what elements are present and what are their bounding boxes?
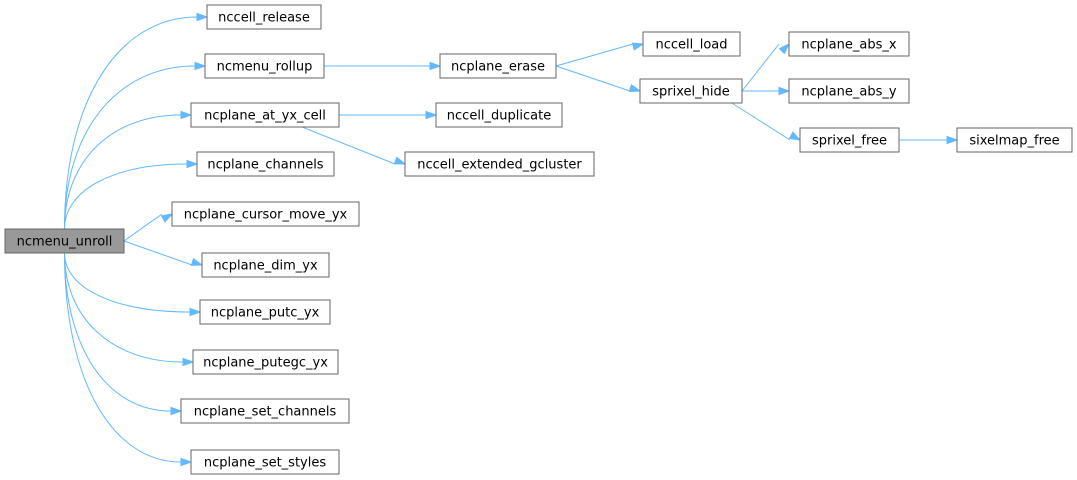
node-box	[192, 349, 339, 375]
node-label: ncplane_set_styles	[204, 456, 326, 471]
node-label: sprixel_free	[812, 134, 887, 149]
node-box	[204, 53, 325, 79]
node-ncplane_putegc_yx[interactable]: ncplane_putegc_yx	[192, 349, 339, 375]
node-box	[639, 78, 743, 104]
node-label: ncplane_at_yx_cell	[204, 109, 326, 124]
node-nccell_extended_gcluster[interactable]: nccell_extended_gcluster	[404, 151, 595, 177]
node-label: nccell_duplicate	[447, 109, 551, 124]
nodes-layer: ncmenu_unroll nccell_release ncmenu_rollup…	[4, 4, 1073, 475]
node-box	[439, 53, 557, 79]
edge-ncplane_erase-to-nccell_load	[555, 42, 645, 67]
node-box	[180, 398, 350, 424]
edge-ncmenu_unroll-to-ncplane_putegc_yx	[64, 252, 195, 367]
node-box	[190, 102, 340, 128]
edge-ncmenu_unroll-to-ncplane_set_channels	[64, 252, 183, 416]
edge-ncplane_erase-to-sprixel_hide	[555, 65, 642, 93]
node-ncplane_putc_yx[interactable]: ncplane_putc_yx	[199, 299, 331, 325]
node-label: ncplane_abs_y	[801, 85, 896, 100]
node-label: ncplane_putc_yx	[211, 306, 320, 321]
edge-ncmenu_unroll-to-ncplane_channels	[64, 159, 199, 230]
node-ncplane_at_yx_cell[interactable]: ncplane_at_yx_cell	[190, 102, 340, 128]
node-label: nccell_release	[218, 11, 310, 26]
edge-ncplane_at_yx_cell-to-nccell_duplicate	[339, 110, 438, 120]
node-ncplane_erase[interactable]: ncplane_erase	[439, 53, 557, 79]
node-label: ncplane_abs_x	[801, 38, 896, 53]
edge-ncmenu_unroll-to-ncplane_cursor_move_yx	[123, 213, 174, 242]
edge-ncmenu_unroll-to-ncplane_putc_yx	[64, 252, 202, 317]
node-label: ncmenu_unroll	[17, 235, 113, 250]
node-box	[201, 252, 330, 278]
node-label: ncplane_set_channels	[194, 405, 337, 420]
node-box	[404, 151, 595, 177]
edge-ncmenu_unroll-to-nccell_release	[64, 12, 209, 230]
node-label: sixelmap_free	[969, 134, 1059, 149]
node-ncplane_abs_y[interactable]: ncplane_abs_y	[788, 78, 910, 104]
node-box	[788, 31, 910, 57]
node-box	[190, 449, 340, 475]
edge-ncmenu_unroll-to-ncplane_set_styles	[64, 252, 193, 467]
edges-layer	[64, 12, 959, 467]
edge-sprixel_hide-to-sprixel_free	[731, 102, 802, 141]
node-label: ncplane_erase	[451, 60, 545, 75]
edge-ncmenu_rollup-to-ncplane_erase	[324, 61, 442, 71]
node-label: ncmenu_rollup	[217, 60, 313, 75]
edge-sprixel_hide-to-ncplane_abs_x	[741, 42, 791, 92]
edge-ncmenu_unroll-to-ncmenu_rollup	[64, 61, 207, 230]
node-label: ncplane_dim_yx	[213, 259, 318, 274]
node-box	[199, 299, 331, 325]
node-ncplane_set_channels[interactable]: ncplane_set_channels	[180, 398, 350, 424]
node-nccell_load[interactable]: nccell_load	[642, 31, 741, 57]
node-label: ncplane_channels	[207, 158, 323, 173]
node-label: ncplane_putegc_yx	[203, 356, 328, 371]
node-nccell_duplicate[interactable]: nccell_duplicate	[435, 102, 563, 128]
node-ncmenu_unroll[interactable]: ncmenu_unroll	[4, 228, 125, 254]
node-box	[206, 4, 322, 30]
node-box	[196, 151, 335, 177]
node-label: sprixel_hide	[652, 85, 730, 100]
node-ncplane_set_styles[interactable]: ncplane_set_styles	[190, 449, 340, 475]
node-ncmenu_rollup[interactable]: ncmenu_rollup	[204, 53, 325, 79]
node-sprixel_free[interactable]: sprixel_free	[799, 127, 900, 153]
edge-sprixel_free-to-sixelmap_free	[899, 135, 959, 145]
node-label: nccell_extended_gcluster	[417, 158, 582, 173]
node-label: nccell_load	[655, 38, 727, 53]
node-box	[642, 31, 741, 57]
node-sprixel_hide[interactable]: sprixel_hide	[639, 78, 743, 104]
node-ncplane_cursor_move_yx[interactable]: ncplane_cursor_move_yx	[171, 201, 360, 227]
node-label: ncplane_cursor_move_yx	[184, 208, 348, 223]
node-sixelmap_free[interactable]: sixelmap_free	[956, 127, 1073, 153]
node-box	[4, 228, 125, 254]
edge-ncmenu_unroll-to-ncplane_at_yx_cell	[64, 110, 193, 230]
edge-sprixel_hide-to-ncplane_abs_y	[742, 86, 791, 96]
edge-ncmenu_unroll-to-ncplane_dim_yx	[123, 240, 204, 266]
node-nccell_release[interactable]: nccell_release	[206, 4, 322, 30]
node-box	[171, 201, 360, 227]
node-box	[799, 127, 900, 153]
edge-ncplane_at_yx_cell-to-nccell_extended_gcluster	[301, 126, 407, 165]
node-box	[788, 78, 910, 104]
node-ncplane_dim_yx[interactable]: ncplane_dim_yx	[201, 252, 330, 278]
node-ncplane_abs_x[interactable]: ncplane_abs_x	[788, 31, 910, 57]
node-box	[435, 102, 563, 128]
node-ncplane_channels[interactable]: ncplane_channels	[196, 151, 335, 177]
node-box	[956, 127, 1073, 153]
